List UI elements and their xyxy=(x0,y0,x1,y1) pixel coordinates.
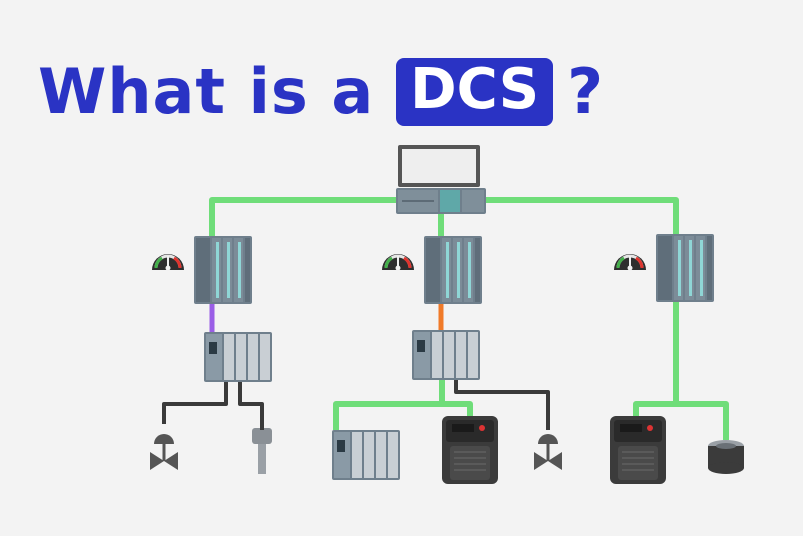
motor-drive-icon xyxy=(441,415,499,485)
field-cables xyxy=(162,380,550,430)
monitor-icon xyxy=(398,145,480,187)
title-row: What is a DCS ? xyxy=(38,52,603,132)
io-rack-icon xyxy=(332,430,400,480)
encoder-icon xyxy=(708,440,744,474)
controller-rack-icon xyxy=(194,236,252,304)
link-switch-controller-3 xyxy=(485,197,679,234)
gauge-icon xyxy=(612,252,648,272)
thermocouple-icon xyxy=(252,422,272,474)
valve-icon xyxy=(532,432,564,472)
io-rack-icon xyxy=(412,330,480,380)
link-io-2-remote-io xyxy=(333,380,445,430)
switch-icon xyxy=(396,188,486,214)
cable-io-2-valve-2 xyxy=(454,380,550,430)
controller-rack-icon xyxy=(424,236,482,304)
link-controller-3-encoder xyxy=(676,401,729,440)
page-title: What is a xyxy=(38,55,375,128)
title-badge: DCS xyxy=(396,58,554,126)
title-question-mark: ? xyxy=(567,55,604,128)
motor-drive-icon xyxy=(609,415,667,485)
controller-rack-icon xyxy=(656,234,714,302)
io-rack-icon xyxy=(204,332,272,382)
link-controller-3-drive-2 xyxy=(633,300,679,418)
network-links xyxy=(209,197,729,440)
link-io-2-drive-1 xyxy=(442,401,473,420)
valve-icon xyxy=(148,432,180,472)
gauge-icon xyxy=(150,252,186,272)
cable-io-1-temperature-sensor xyxy=(238,382,264,430)
gauge-icon xyxy=(380,252,416,272)
cable-io-1-valve-1 xyxy=(162,382,228,424)
link-switch-controller-1 xyxy=(209,197,398,236)
